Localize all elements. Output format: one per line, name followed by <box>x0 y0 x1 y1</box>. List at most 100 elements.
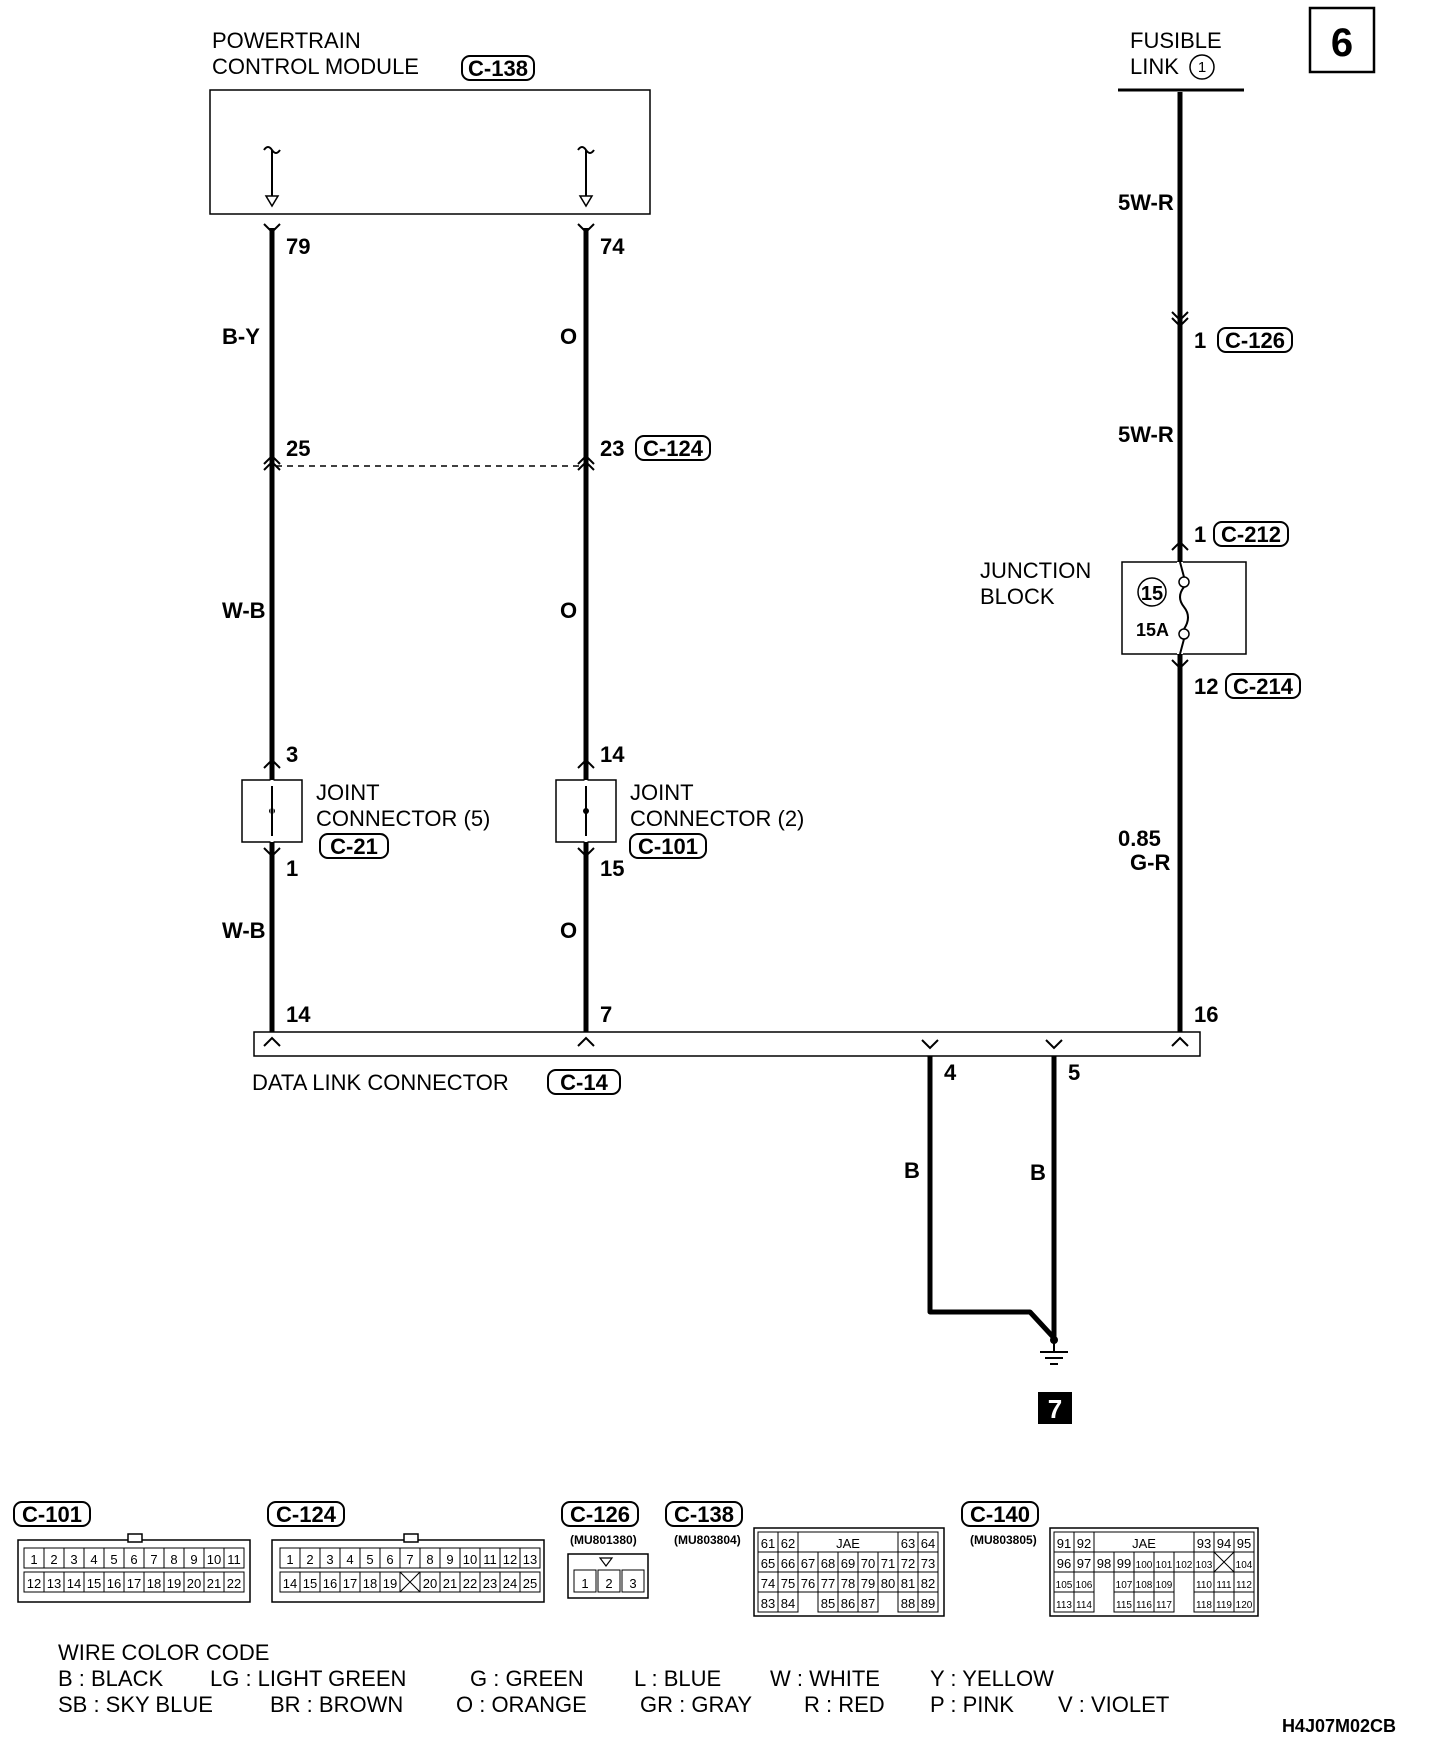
wire-color-code-entry: O : ORANGE <box>456 1692 587 1717</box>
c140-pin: 101 <box>1156 1560 1173 1571</box>
joint-connector-2-tag-box <box>629 833 707 859</box>
wire3-color-5w-r: 5W-R <box>1118 190 1174 215</box>
c138-pin: 67 <box>801 1556 815 1571</box>
pcm-internal-arrow-79 <box>263 146 281 208</box>
joint-connector-2-line2: CONNECTOR (2) <box>630 806 804 831</box>
c101-pin: 5 <box>110 1552 117 1567</box>
c140-pin: 116 <box>1136 1600 1152 1611</box>
wire1-color-w-b: W-B <box>222 598 266 623</box>
c140-pin: 109 <box>1156 1580 1173 1591</box>
c124-pin: 24 <box>503 1576 517 1591</box>
c138-pin-cell <box>777 1591 799 1613</box>
diagram-id: H4J07M02CB <box>1282 1716 1396 1736</box>
c124-pin: 7 <box>406 1552 413 1567</box>
c140-pin: 105 <box>1056 1580 1073 1591</box>
wire2-pin-74: 74 <box>600 234 625 259</box>
c126-part-number: (MU801380) <box>570 1533 637 1547</box>
c101-pin-cell <box>223 1571 245 1593</box>
blank-pin-cross <box>399 1571 421 1593</box>
c124-pin: 25 <box>523 1576 537 1591</box>
pcm-connector-tag: C-138 <box>468 56 528 81</box>
c101-pin: 6 <box>130 1552 137 1567</box>
c140-label: C-140 <box>970 1502 1030 1527</box>
fuse-rating: 15A <box>1136 620 1169 640</box>
dlc-box <box>253 1031 1201 1057</box>
c124-pin: 18 <box>363 1576 377 1591</box>
c140-pin: 95 <box>1237 1536 1251 1551</box>
c138-pin: 65 <box>761 1556 775 1571</box>
c138-label: C-138 <box>674 1502 734 1527</box>
c101-pin: 9 <box>190 1552 197 1567</box>
c138-pin: 71 <box>881 1556 895 1571</box>
wire2-color-o-2: O <box>560 598 577 623</box>
c124-pin: 21 <box>443 1576 457 1591</box>
c124-pin: 19 <box>383 1576 397 1591</box>
c126-pin-cell <box>573 1569 597 1593</box>
c101-pin: 16 <box>107 1576 121 1591</box>
page-number: 6 <box>1331 21 1353 65</box>
c138-pin: 64 <box>921 1536 935 1551</box>
wire3-connector-c214: C-214 <box>1233 674 1294 699</box>
c138-pin: 79 <box>861 1576 875 1591</box>
c140-pin: 110 <box>1196 1580 1212 1591</box>
wire1-pin-3: 3 <box>286 742 298 767</box>
c138-pin: 81 <box>901 1576 915 1591</box>
fuse-element <box>1179 586 1189 630</box>
c101-pin: 19 <box>167 1576 181 1591</box>
c140-pin: 108 <box>1136 1580 1153 1591</box>
wire-color-code-title: WIRE COLOR CODE <box>58 1640 269 1665</box>
joint-connector-2-line1: JOINT <box>630 780 694 805</box>
wire3-connector-c214-box <box>1225 673 1301 699</box>
wire-color-code-entry: V : VIOLET <box>1058 1692 1169 1717</box>
c140-pin: 107 <box>1116 1580 1133 1591</box>
c140-pin: 106 <box>1076 1580 1093 1591</box>
c140-pin-cell <box>1073 1591 1095 1613</box>
c140-pin: 111 <box>1216 1580 1232 1591</box>
c101-pin: 4 <box>90 1552 97 1567</box>
c124-pin: 9 <box>446 1552 453 1567</box>
page-number-box <box>1308 6 1376 74</box>
c140-pin: 114 <box>1076 1600 1092 1611</box>
wire1-pin-14: 14 <box>286 1002 311 1027</box>
c124-pin: 22 <box>463 1576 477 1591</box>
wire3-pin-16: 16 <box>1194 1002 1218 1027</box>
fuse-number: 15 <box>1141 583 1163 605</box>
c138-pin: 66 <box>781 1556 795 1571</box>
wire2-pin-7: 7 <box>600 1002 612 1027</box>
c101-pin-cell <box>223 1547 245 1569</box>
c138-pin: 63 <box>901 1536 915 1551</box>
c101-pin: 8 <box>170 1552 177 1567</box>
c124-pin: 11 <box>483 1552 497 1567</box>
wire2-color-o: O <box>560 324 577 349</box>
fusible-link-line1: FUSIBLE <box>1130 28 1222 53</box>
wire2-pin-15: 15 <box>600 856 624 881</box>
c138-pin: 88 <box>901 1596 915 1611</box>
c140-pin-cell <box>1233 1591 1255 1613</box>
wire3-connector-c212: C-212 <box>1221 522 1281 547</box>
c140-pin: 113 <box>1056 1600 1072 1611</box>
pcm-title-line1: POWERTRAIN <box>212 28 361 53</box>
pcm-internal-arrow-74 <box>577 146 595 208</box>
c101-pin: 17 <box>127 1576 141 1591</box>
c124-pin: 20 <box>423 1576 437 1591</box>
c140-pin: 115 <box>1116 1600 1132 1611</box>
c101-pin: 14 <box>67 1576 81 1591</box>
fuse-number-circle <box>1137 577 1167 607</box>
c140-pin: 97 <box>1077 1556 1091 1571</box>
wire3-color-5w-r-2: 5W-R <box>1118 422 1174 447</box>
joint-connector-5-line1: JOINT <box>316 780 380 805</box>
junction-block-line1: JUNCTION <box>980 558 1091 583</box>
c138-pin: 69 <box>841 1556 855 1571</box>
c138-pin-cell <box>857 1591 879 1613</box>
c101-pin: 18 <box>147 1576 161 1591</box>
c138-pin: 87 <box>861 1596 875 1611</box>
c124-pin: 2 <box>306 1552 313 1567</box>
wire-color-code-entry: L : BLUE <box>634 1666 721 1691</box>
c140-pin: 93 <box>1197 1536 1211 1551</box>
